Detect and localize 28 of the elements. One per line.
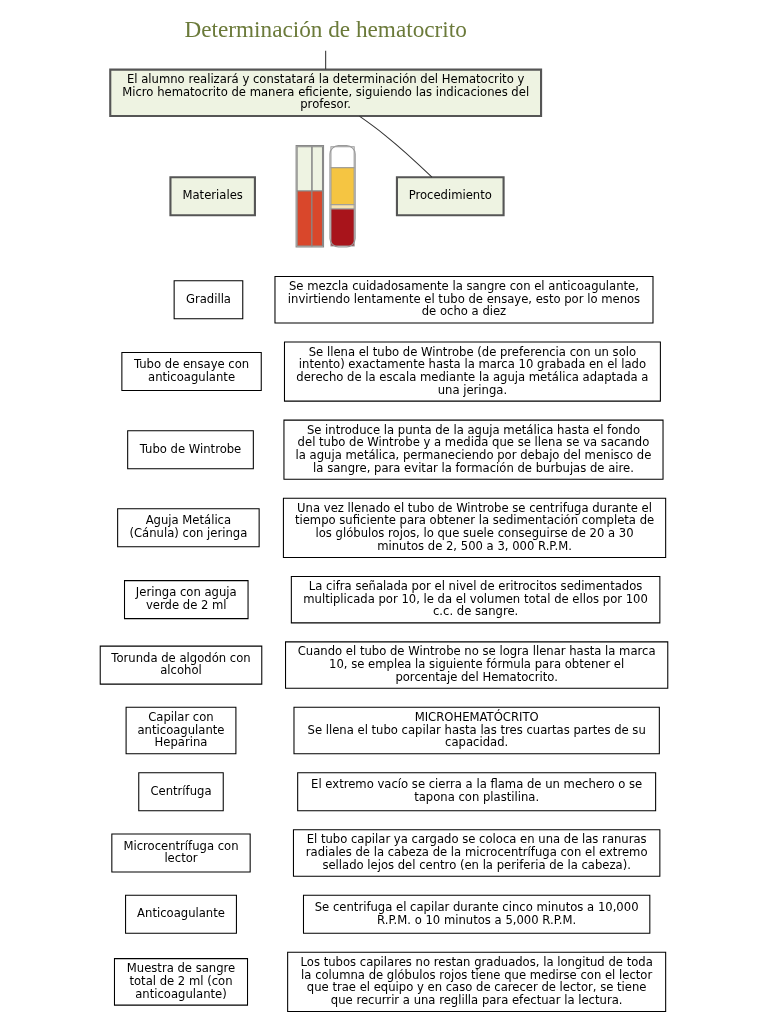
node-box: Se mezcla cuidadosamente la sangre con el anticoagulante, invirtiendo lentamente el tubo de ensaye, esto por lo menos de ocho a diez <box>274 276 654 324</box>
node-box: El alumno realizará y constatará la determinación del Hematocrito y Micro hematocrito de manera eficiente, siguiendo las indicaciones del profesor. <box>109 68 543 118</box>
node-box: Centrífuga <box>138 772 224 812</box>
node-box: Procedimiento <box>395 176 505 217</box>
node-box: Una vez llenado el tubo de Wintrobe se centrifuga durante el tiempo suficiente para obtener la sedimentación completa de los glóbulos rojos, lo que suele conseguirse de 20 a 30 minutos de 2, 500 a 3, 000 R.P.M. <box>282 497 667 558</box>
connector <box>325 50 327 70</box>
node-box: Jeringa con aguja verde de 2 ml <box>124 580 249 620</box>
node-box: Los tubos capilares no restan graduados, la longitud de toda la columna de glóbulos rojos tiene que medirse con el lector que trae el equipo y en caso de carecer de lector, se tiene que recurrir a una reglilla para efectuar la lectura. <box>287 951 667 1012</box>
node-box: La cifra señalada por el nivel de eritrocitos sedimentados multiplicada por 10, le da el volumen total de ellos por 100 c.c. de sangre. <box>290 575 661 624</box>
node-text: Determinación de hematocrito <box>184 16 467 43</box>
connector <box>358 115 433 178</box>
node-box: El tubo capilar ya cargado se coloca en una de las ranuras radiales de la cabeza de la microcentrífuga con el extremo sellado lejos del centro (en la periferia de la cabeza). <box>292 829 661 877</box>
node-box: Se llena el tubo de Wintrobe (de preferencia con un solo intento) exactamente hasta la marca 10 grabada en el lado derecho de la escala mediante la aguja metálica adaptada a una jeringa. <box>283 341 661 402</box>
node-box: Capilar con anticoagulante Heparina <box>125 706 237 755</box>
node-box: Tubo de ensaye con anticoagulante <box>121 352 262 392</box>
node-box: Materiales <box>169 176 256 217</box>
node-box: Cuando el tubo de Wintrobe no se logra llenar hasta la marca 10, se emplea la siguiente fórmula para obtener el porcentaje del Hematocrito. <box>285 641 669 689</box>
node-box: Torunda de algodón con alcohol <box>99 645 263 685</box>
node-box: Se centrifuga el capilar durante cinco minutos a 10,000 R.P.M. o 10 minutos a 5,000 R.P.M. <box>302 894 651 934</box>
node-box: Microcentrífuga con lector <box>111 833 251 873</box>
node-box: Aguja Metálica (Cánula) con jeringa <box>117 508 260 548</box>
node-box: El extremo vacío se cierra a la flama de un mechero o se tapona con plastilina. <box>297 772 657 812</box>
node-box: Anticoagulante <box>125 894 237 934</box>
node-box: Tubo de Wintrobe <box>127 430 254 470</box>
node-box: Se introduce la punta de la aguja metálica hasta el fondo del tubo de Wintrobe y a medida que se llena se va sacando la aguja metálica, permaneciendo por debajo del menisco de la sangre, para evitar la formación de burbujas de aire. <box>283 419 664 480</box>
node-box: Gradilla <box>173 280 244 320</box>
node-box: MICROHEMATÓCRITO Se llena el tubo capilar hasta las tres cuartas partes de su capacidad. <box>293 706 660 755</box>
node-box: Muestra de sangre total de 2 ml (con anticoagulante) <box>113 958 249 1006</box>
